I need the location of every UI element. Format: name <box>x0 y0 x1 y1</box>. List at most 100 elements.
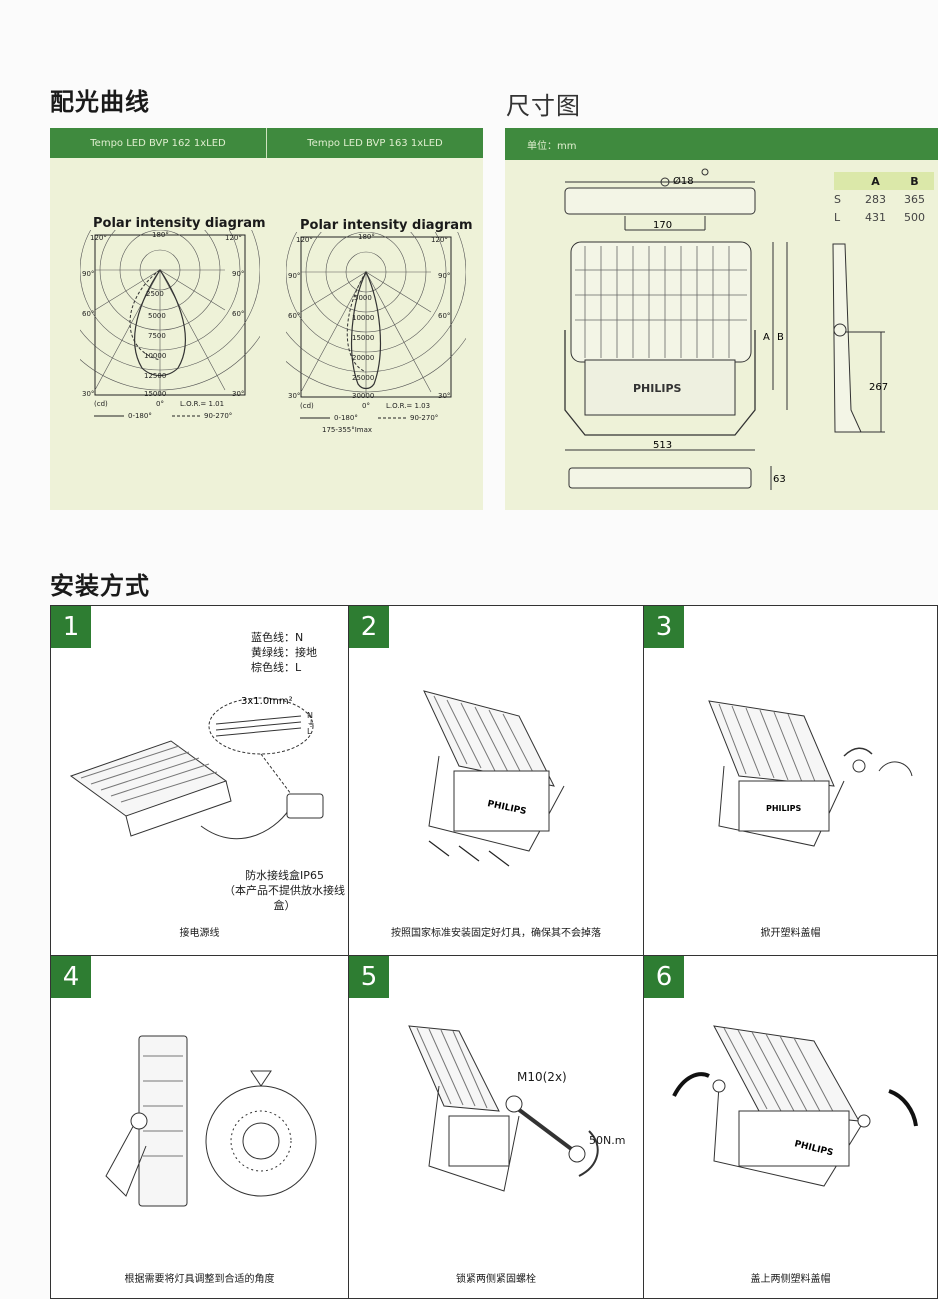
ring-label: 25000 <box>352 374 374 382</box>
polar-title-left: Polar intensity diagram <box>93 216 266 231</box>
size-table-header: A B <box>834 172 934 190</box>
step-caption: 盖上两侧塑料盖帽 <box>750 1274 831 1285</box>
step-caption: 按照国家标准安装固定好灯具，确保其不会掉落 <box>391 928 601 939</box>
cable-label: 3x1.0mm² <box>241 696 293 707</box>
dimension-title: 尺寸图 <box>506 92 581 120</box>
legend-right: 90-270° <box>204 412 232 420</box>
size-cell: 283 <box>865 192 886 206</box>
angle-label: 60° <box>232 310 244 318</box>
terminal-label: ⏚ <box>307 719 315 728</box>
step-6-card: 6 PHILIPS 盖上两侧塑料盖帽 <box>643 955 938 1299</box>
ring-label: 5000 <box>148 312 166 320</box>
ring-label: 20000 <box>352 354 374 362</box>
angle-label: 180° <box>152 231 169 239</box>
unit-label: (cd) <box>94 400 108 408</box>
step-number: 3 <box>644 606 684 648</box>
angle-label: 60° <box>82 310 94 318</box>
junction-box <box>286 793 324 819</box>
angle-label: 120° <box>431 236 448 244</box>
step-5-card: 5 M10(2x) 50N.m 锁紧两侧紧固螺栓 <box>348 955 644 1299</box>
angle-label: 90° <box>288 272 300 280</box>
lor-label: L.O.R.= 1.01 <box>180 400 224 408</box>
hole-label: Ø18 <box>673 175 694 187</box>
brand-label: PHILIPS <box>633 382 682 395</box>
box-note-line: （本产品不提供放水接线盒） <box>224 884 345 912</box>
dimension-drawing: Ø18 170 PHILIPS 513 A B 63 267 <box>564 168 888 490</box>
box-note: 防水接线盒IP65 （本产品不提供放水接线盒） <box>221 868 348 913</box>
spacing-label: 170 <box>653 220 672 231</box>
step-caption: 掀开塑料盖帽 <box>760 928 821 939</box>
size-table-row: S 283 365 <box>834 190 934 208</box>
front-view <box>570 241 752 363</box>
size-cell: 365 <box>904 192 925 206</box>
step-caption: 根据需要将灯具调整到合适的角度 <box>124 1274 275 1285</box>
step-4-card: 4 根据需要将灯具调整到合适的角度 <box>50 955 349 1299</box>
driver-box <box>584 359 736 416</box>
size-cell: 431 <box>865 210 886 224</box>
step-number: 4 <box>51 956 91 998</box>
wire-notes: 蓝色线：N 黄绿线：接地 棕色线：L <box>251 630 317 675</box>
angle-label: 60° <box>288 312 300 320</box>
angle-label: 0° <box>156 400 164 408</box>
step-caption: 锁紧两侧紧固螺栓 <box>456 1274 536 1285</box>
driver-box <box>738 1110 850 1167</box>
wire-note: 棕色线：L <box>251 661 302 674</box>
size-cell: S <box>834 192 841 206</box>
step-5-illustration <box>408 1025 599 1192</box>
angle-label: 90° <box>232 270 244 278</box>
step-1-illustration: N ⏚ L 3x1.0mm² <box>69 696 324 840</box>
ring-label: 15000 <box>144 390 166 398</box>
side-height-label: 267 <box>869 382 888 393</box>
angle-label: 120° <box>225 234 242 242</box>
step-3-card: 3 PHILIPS 掀开塑料盖帽 <box>643 605 938 956</box>
angle-label: 30° <box>438 392 450 400</box>
wire-note: 黄绿线：接地 <box>251 646 317 659</box>
tab-divider <box>266 128 267 158</box>
ring-label: 30000 <box>352 392 374 400</box>
depth-label: 63 <box>773 474 786 485</box>
ring-label: 7500 <box>148 332 166 340</box>
driver-box <box>453 770 550 832</box>
polar-frame <box>300 236 452 398</box>
width-label: 513 <box>653 440 672 451</box>
torque-label: 50N.m <box>589 1134 626 1147</box>
tab-bvp162: Tempo LED BVP 162 1xLED <box>90 137 226 149</box>
ring-label: 12500 <box>144 372 166 380</box>
ring-label: 10000 <box>352 314 374 322</box>
legend-left: 0-180° <box>128 412 152 420</box>
terminal-label: N <box>307 711 313 720</box>
step-caption: 接电源线 <box>179 928 220 939</box>
installation-title: 安装方式 <box>50 572 150 600</box>
size-cell: L <box>834 210 841 224</box>
light-distribution-tabs: Tempo LED BVP 162 1xLED Tempo LED BVP 16… <box>50 128 483 158</box>
step-number: 1 <box>51 606 91 648</box>
ring-label: 2500 <box>146 290 164 298</box>
polar-frame <box>94 234 246 396</box>
polar-diagram-right: 5000 10000 15000 20000 25000 30000 120° … <box>286 232 466 434</box>
box-note-line: 防水接线盒IP65 <box>245 869 324 882</box>
size-table: A B S 283 365 L 431 500 <box>834 172 934 226</box>
step-number: 6 <box>644 956 684 998</box>
driver-box <box>738 780 830 832</box>
bolt-label: M10(2x) <box>517 1070 567 1084</box>
angle-label: 30° <box>232 390 244 398</box>
legend-right: 90-270° <box>410 414 438 422</box>
brand-label: PHILIPS <box>766 804 801 813</box>
angle-label: 90° <box>82 270 94 278</box>
angle-label: 30° <box>288 392 300 400</box>
unit-bar: 单位：mm <box>505 128 938 160</box>
angle-label: 120° <box>90 234 107 242</box>
step-2-card: 2 PHILIPS 按照国家标准安装固定好灯具，确保其不会掉落 <box>348 605 644 956</box>
legend-left: 0-180° <box>334 414 358 422</box>
angle-label: 180° <box>358 233 375 241</box>
angle-label: 30° <box>82 390 94 398</box>
size-cell: 500 <box>904 210 925 224</box>
lor-label: L.O.R.= 1.03 <box>386 402 430 410</box>
wrench <box>512 1104 576 1153</box>
angle-label: 120° <box>296 236 313 244</box>
legend-extra: 175-355°Imax <box>322 426 372 434</box>
top-view <box>564 187 756 215</box>
light-distribution-title: 配光曲线 <box>50 88 150 116</box>
side-view <box>832 243 862 433</box>
driver-box <box>448 1115 510 1167</box>
